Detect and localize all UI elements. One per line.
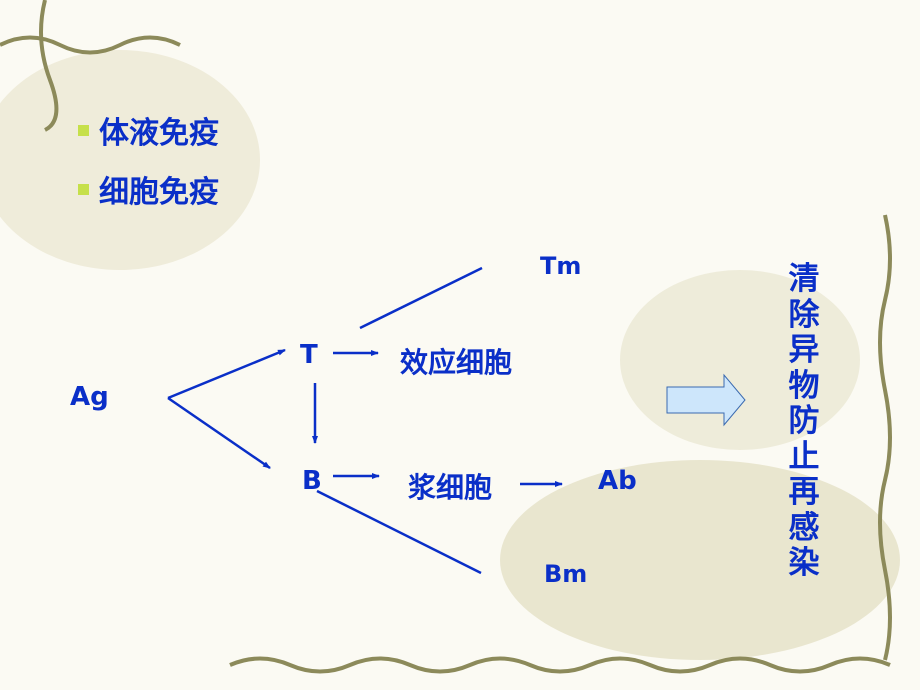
block-arrow-icon [666,373,746,427]
line-t-tm [359,266,483,330]
node-ab: Ab [598,466,637,496]
bullet-label: 细胞免疫 [99,175,219,210]
bullet-item: 细胞免疫 [78,167,219,211]
bullet-icon [78,183,89,195]
arrow-ag-t [167,348,286,400]
node-bm: Bm [544,560,588,588]
node-plasma-cell: 浆细胞 [408,471,493,504]
node-effector-cell: 效应细胞 [400,346,513,379]
bullet-label: 体液免疫 [99,116,219,151]
bullet-icon [78,124,89,136]
node-b: B [302,466,322,496]
result-text: 清除异物防止再感染 [788,261,820,581]
node-t: T [300,340,318,370]
line-b-bm [316,489,482,575]
bullet-item: 体液免疫 [78,108,219,152]
node-ag: Ag [70,382,109,412]
arrow-ag-b [167,396,271,470]
node-tm: Tm [540,252,582,280]
